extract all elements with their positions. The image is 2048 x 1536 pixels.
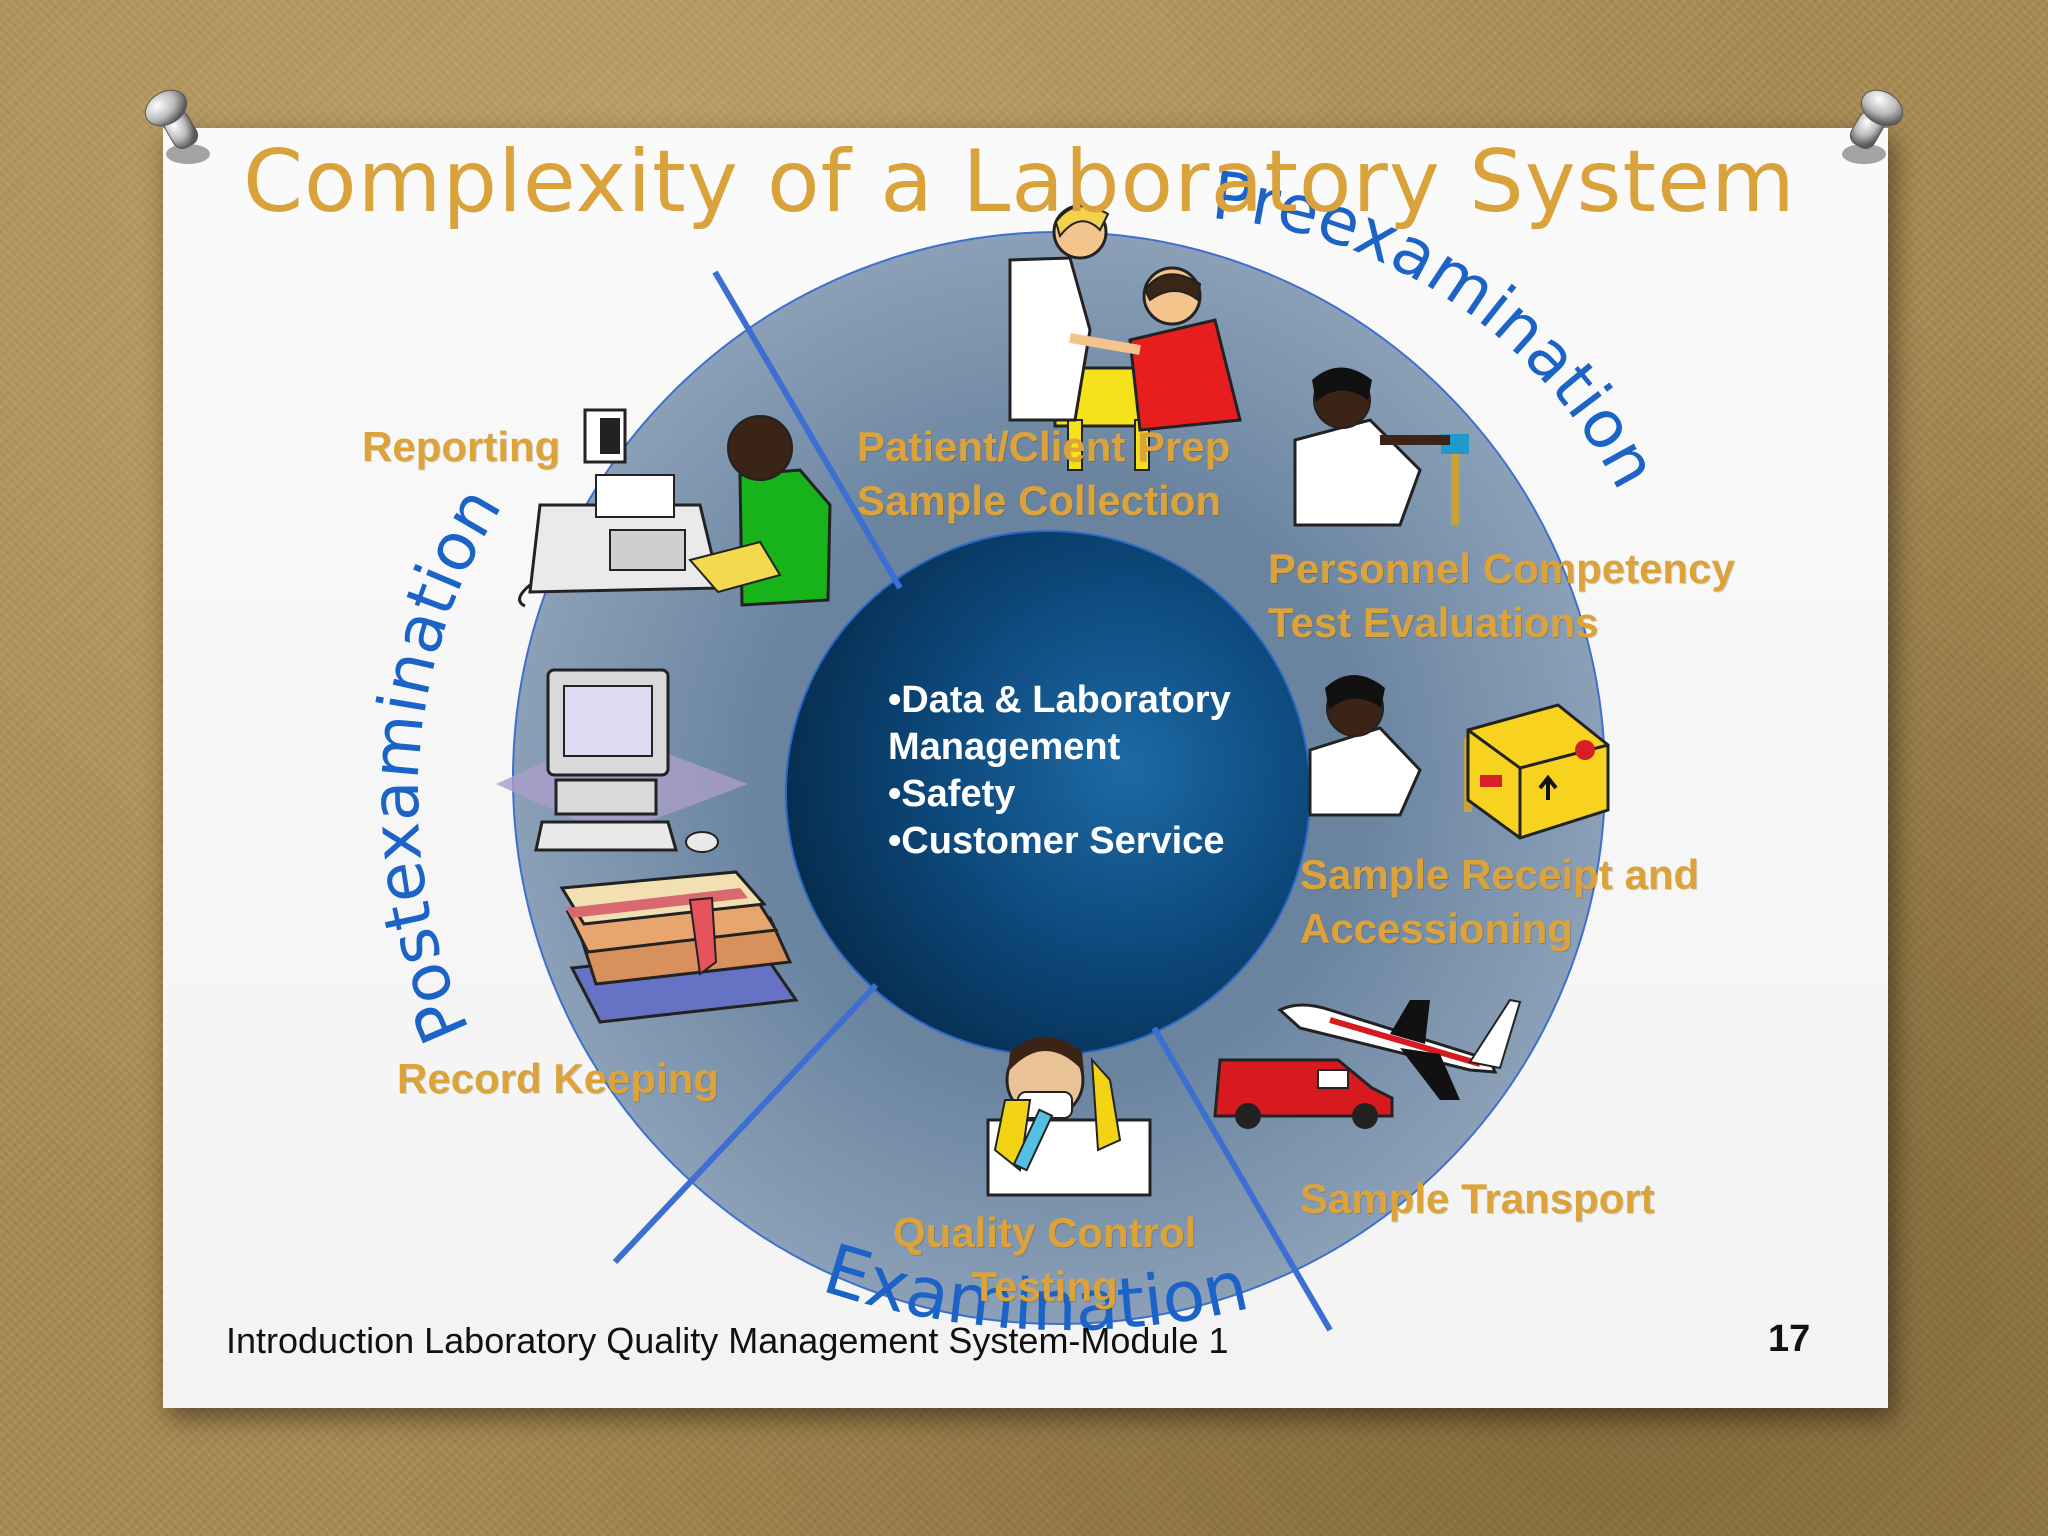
step-receipt: Sample Receipt and Accessioning [1300, 848, 1699, 956]
pushpin-icon [144, 89, 210, 164]
package-icon [1308, 675, 1610, 840]
step-receipt-line2: Accessioning [1300, 905, 1574, 952]
step-qc: Quality Control Testing [893, 1206, 1196, 1314]
phlebotomy-icon [1008, 204, 1242, 471]
divider-line [1151, 1026, 1333, 1332]
step-reporting: Reporting [362, 420, 560, 474]
step-personnel-line2: Test Evaluations [1268, 599, 1599, 646]
phase-postexamination: Postexamination [357, 474, 517, 1054]
step-record-keeping-label: Record Keeping [397, 1055, 720, 1102]
page-number: 17 [1768, 1318, 1811, 1360]
step-personnel-line1: Personnel Competency [1268, 545, 1735, 592]
step-personnel: Personnel Competency Test Evaluations [1268, 542, 1735, 650]
books-icon [559, 870, 799, 1024]
core-line-4: •Customer Service [888, 820, 1225, 862]
step-reporting-label: Reporting [362, 423, 561, 470]
step-receipt-line1: Sample Receipt and [1300, 851, 1700, 898]
van-icon [1213, 1058, 1394, 1129]
step-patient-prep-line1: Patient/Client Prep [857, 423, 1231, 470]
fax-phone-icon [518, 408, 832, 608]
lab-technician-icon [1293, 367, 1469, 527]
step-qc-line1: Quality Control [893, 1209, 1197, 1256]
airplane-icon [1277, 998, 1522, 1100]
step-qc-line2: Testing [971, 1263, 1118, 1310]
core-line-2: Management [888, 726, 1121, 768]
core-line-3: •Safety [888, 773, 1016, 815]
step-patient-prep-line2: Sample Collection [857, 477, 1222, 524]
step-record-keeping: Record Keeping [397, 1052, 719, 1106]
step-transport-label: Sample Transport [1300, 1175, 1655, 1222]
divider-line [712, 270, 903, 590]
computer-icon [496, 668, 748, 853]
core-line-1: •Data & Laboratory [888, 679, 1231, 721]
page-title: Complexity of a Laboratory System [243, 132, 1796, 232]
pushpin-icon [1842, 89, 1904, 164]
scientist-icon [986, 1037, 1152, 1197]
step-patient-prep: Patient/Client Prep Sample Collection [857, 420, 1230, 528]
core-functions: •Data & Laboratory Management •Safety •C… [888, 677, 1231, 865]
footer-text: Introduction Laboratory Quality Manageme… [226, 1320, 1229, 1361]
step-transport: Sample Transport [1300, 1172, 1655, 1226]
divider-line [612, 982, 879, 1265]
